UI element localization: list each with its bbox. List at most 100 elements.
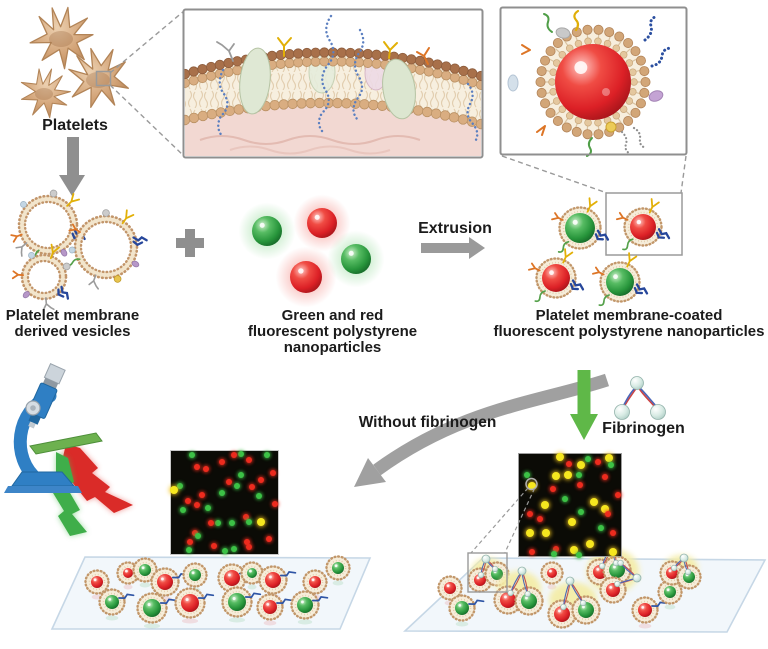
surface-with-fibrinogen bbox=[402, 557, 767, 633]
surface-left-particles bbox=[84, 555, 351, 629]
fluorescent-dot bbox=[191, 530, 198, 537]
platelets-illustration bbox=[9, 2, 138, 128]
fluorescent-dot bbox=[561, 495, 568, 502]
extrusion-arrow bbox=[421, 237, 485, 259]
fluorescent-dot bbox=[551, 472, 560, 481]
membrane-inset-border bbox=[182, 8, 484, 159]
fluorescent-dot bbox=[210, 542, 217, 549]
fluorescent-dot bbox=[540, 501, 549, 509]
fluorescent-dot bbox=[576, 551, 583, 558]
platelet-zoom-callout bbox=[95, 10, 185, 157]
nanoparticle-inset-proteins bbox=[507, 9, 674, 157]
fluorescent-dot bbox=[555, 453, 564, 462]
fluorescent-dot bbox=[552, 545, 559, 552]
fluorescent-dot bbox=[219, 490, 226, 497]
fluorescent-dot bbox=[563, 471, 572, 480]
fluorescence-microscope-icon bbox=[4, 363, 133, 536]
fluorescent-dot bbox=[576, 472, 583, 479]
fluorescent-dot bbox=[249, 484, 256, 491]
fluorescent-dot bbox=[269, 469, 276, 476]
vesicles-illustration bbox=[10, 189, 148, 311]
micrograph-with-fibrinogen bbox=[518, 453, 622, 558]
fluorescent-dot bbox=[594, 459, 601, 466]
fluorescent-dot bbox=[186, 546, 193, 553]
fluorescent-dot bbox=[256, 518, 265, 527]
fluorescent-dot bbox=[266, 535, 273, 542]
fluorescent-dot bbox=[578, 509, 585, 516]
fluorescent-dot bbox=[199, 492, 206, 499]
nanoparticle-inset-illustration bbox=[535, 24, 651, 140]
coated-nanoparticles bbox=[528, 197, 671, 307]
fluorescent-dot bbox=[255, 493, 262, 500]
surface-without-fibrinogen bbox=[50, 556, 372, 630]
fluorescent-dot bbox=[205, 504, 212, 511]
fluorescent-dot bbox=[568, 518, 577, 527]
fluorescent-dot bbox=[529, 548, 536, 555]
fluorescent-dot bbox=[219, 459, 226, 466]
fluorescent-dot bbox=[608, 547, 617, 556]
platelets-down-arrow bbox=[59, 137, 85, 196]
fluorescent-dot bbox=[614, 491, 621, 498]
fluorescent-dot bbox=[537, 516, 544, 523]
fluorescent-dot bbox=[237, 471, 244, 478]
fluorescent-dot bbox=[527, 511, 534, 518]
fluorescent-dot bbox=[203, 465, 210, 472]
fluorescent-dot bbox=[234, 483, 241, 490]
fluorescent-dot bbox=[577, 461, 586, 470]
fluorescent-dot bbox=[526, 528, 535, 537]
platelets-label: Platelets bbox=[42, 117, 108, 134]
fluorescent-dot bbox=[228, 520, 235, 527]
fluorescent-dot bbox=[242, 513, 249, 520]
micrograph-without-fibrinogen bbox=[170, 450, 279, 555]
fluorescent-dot bbox=[194, 533, 201, 540]
fluorescent-dot bbox=[541, 528, 550, 537]
fluorescent-dot bbox=[600, 505, 609, 514]
fluorescent-dot bbox=[187, 538, 194, 545]
fluorescent-dot bbox=[604, 454, 613, 463]
fibrinogen-label: Fibrinogen bbox=[602, 420, 685, 437]
nanoparticle-inset-border bbox=[499, 6, 688, 156]
membrane-inset-background bbox=[183, 9, 483, 158]
membrane-inset-illustration bbox=[184, 14, 482, 156]
fluorescent-dot bbox=[193, 464, 200, 471]
plus-icon bbox=[176, 229, 204, 257]
free-nanoparticles bbox=[238, 194, 385, 308]
nanoparticle-inset-background bbox=[500, 7, 687, 155]
fluorescent-dot bbox=[590, 497, 599, 506]
fluorescent-dot bbox=[565, 461, 572, 468]
cluster-callout-box bbox=[467, 552, 508, 593]
fluorescent-dot bbox=[271, 500, 278, 507]
coated-particle-zoom-callout bbox=[501, 155, 687, 256]
fluorescent-dot bbox=[570, 545, 579, 554]
fluorescent-dot bbox=[586, 539, 595, 548]
extrusion-label: Extrusion bbox=[418, 220, 492, 237]
fluorescent-dot bbox=[225, 478, 232, 485]
fluorescent-dot bbox=[246, 457, 253, 464]
fibrinogen-molecule-icon bbox=[614, 376, 666, 420]
fluorescent-dot bbox=[221, 547, 228, 554]
fluorescent-dot bbox=[585, 456, 592, 463]
fluorescent-dot bbox=[189, 452, 196, 459]
fluorescent-dot bbox=[609, 529, 616, 536]
fluorescent-dot bbox=[185, 498, 192, 505]
fluorescent-dot bbox=[549, 485, 556, 492]
fluorescent-dot bbox=[231, 452, 238, 459]
fluorescent-dot bbox=[179, 506, 186, 513]
fluorescent-dot bbox=[524, 472, 531, 479]
fluorescent-dot bbox=[243, 538, 250, 545]
fluorescent-dot bbox=[207, 520, 214, 527]
fluorescent-dot bbox=[597, 525, 604, 532]
fluorescent-dot bbox=[601, 474, 608, 481]
without-fibrinogen-label: Without fibrinogen bbox=[358, 414, 497, 431]
fluorescent-dot bbox=[237, 451, 244, 458]
fluorescent-dot bbox=[257, 476, 264, 483]
fibrinogen-arrow bbox=[570, 370, 598, 440]
fluorescent-dot bbox=[604, 511, 611, 518]
fluorescent-dot bbox=[170, 486, 179, 495]
fluorescent-dot bbox=[215, 520, 222, 527]
fluorescent-dot bbox=[577, 481, 584, 488]
